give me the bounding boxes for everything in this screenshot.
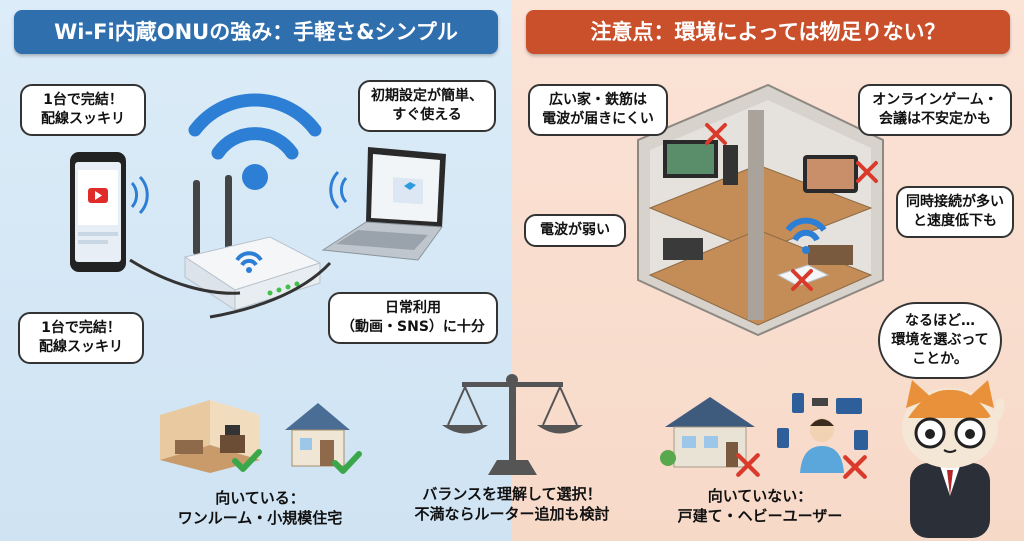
- bubble-line: 1台で完結！: [43, 92, 123, 108]
- bubble-line: と速度低下も: [913, 213, 997, 229]
- check-icon: [332, 451, 362, 474]
- bubble-line: 同時接続が多い: [906, 194, 1004, 210]
- bubble-one-unit-top: 1台で完結！ 配線スッキリ: [20, 84, 146, 136]
- bubble-line: ことか。: [912, 351, 968, 367]
- check-icon: [232, 449, 262, 472]
- bubble-line: 広い家・鉄筋は: [549, 92, 647, 108]
- caption-line: ワンルーム・小規模住宅: [177, 509, 343, 527]
- signal-waves-icon: [329, 170, 348, 210]
- bubble-daily-use: 日常利用 （動画・SNS）に十分: [328, 292, 498, 344]
- cat-speech-bubble: なるほど… 環境を選ぶって ことか。: [878, 302, 1002, 379]
- bubble-line: （動画・SNS）に十分: [341, 319, 485, 335]
- bubble-line: 日常利用: [385, 300, 441, 316]
- bubble-line: 電波が弱い: [540, 222, 610, 238]
- balance-scale-icon: [442, 374, 583, 475]
- cross-icon: [843, 455, 867, 479]
- bubble-line: 会議は不安定かも: [879, 111, 991, 127]
- right-caption: 向いていない： 戸建て・ヘビーユーザー: [650, 486, 870, 526]
- cross-icon: [736, 453, 760, 477]
- house-cutaway-icon: [637, 83, 884, 337]
- caption-line: 向いている：: [215, 489, 305, 507]
- caption-line: 戸建て・ヘビーユーザー: [677, 507, 843, 525]
- bubble-line: オンラインゲーム・: [872, 92, 998, 108]
- bubble-line: 環境を選ぶって: [891, 332, 989, 348]
- left-caption: 向いている： ワンルーム・小規模住宅: [140, 488, 380, 528]
- caption-line: バランスを理解して選択！: [422, 485, 602, 503]
- bubble-large-house: 広い家・鉄筋は 電波が届きにくい: [528, 84, 668, 136]
- bubble-line: 配線スッキリ: [41, 111, 125, 127]
- bubble-many-connections: 同時接続が多い と速度低下も: [896, 186, 1014, 238]
- bubble-line: 1台で完結！: [41, 320, 121, 336]
- cable-lines: [129, 258, 332, 319]
- cross-icon: [705, 123, 727, 145]
- house-icon: [285, 403, 350, 467]
- left-title-banner: Wi-Fi内蔵ONUの強み：手軽さ&シンプル: [14, 10, 498, 54]
- smartphone-icon: [70, 152, 126, 272]
- right-title-banner: 注意点：環境によっては物足りない？: [526, 10, 1010, 54]
- onu-router-icon: [183, 175, 322, 311]
- caption-line: 向いていない：: [707, 487, 813, 505]
- bubble-one-unit-bottom: 1台で完結！ 配線スッキリ: [18, 312, 144, 364]
- wifi-waves-icon: [188, 93, 322, 190]
- cat-mascot-icon: [902, 380, 1005, 538]
- caption-line: 不満ならルーター追加も検討: [414, 505, 610, 523]
- cross-icon: [791, 269, 813, 291]
- bubble-line: 配線スッキリ: [39, 339, 123, 355]
- bubble-line: すぐ使える: [392, 107, 462, 123]
- signal-waves-icon: [130, 175, 149, 215]
- bubble-weak-signal: 電波が弱い: [524, 214, 626, 247]
- studio-room-icon: [160, 400, 260, 473]
- bubble-easy-setup: 初期設定が簡単、 すぐ使える: [358, 80, 496, 132]
- detached-house-icon: [660, 397, 755, 468]
- cross-icon: [856, 161, 878, 183]
- bubble-online-game: オンラインゲーム・ 会議は不安定かも: [858, 84, 1012, 136]
- bubble-line: 初期設定が簡単、: [371, 88, 483, 104]
- center-caption: バランスを理解して選択！ 不満ならルーター追加も検討: [392, 484, 632, 524]
- heavy-user-icon: [777, 393, 868, 473]
- bubble-line: なるほど…: [905, 313, 975, 329]
- laptop-icon: [321, 147, 446, 261]
- bubble-line: 電波が届きにくい: [542, 111, 654, 127]
